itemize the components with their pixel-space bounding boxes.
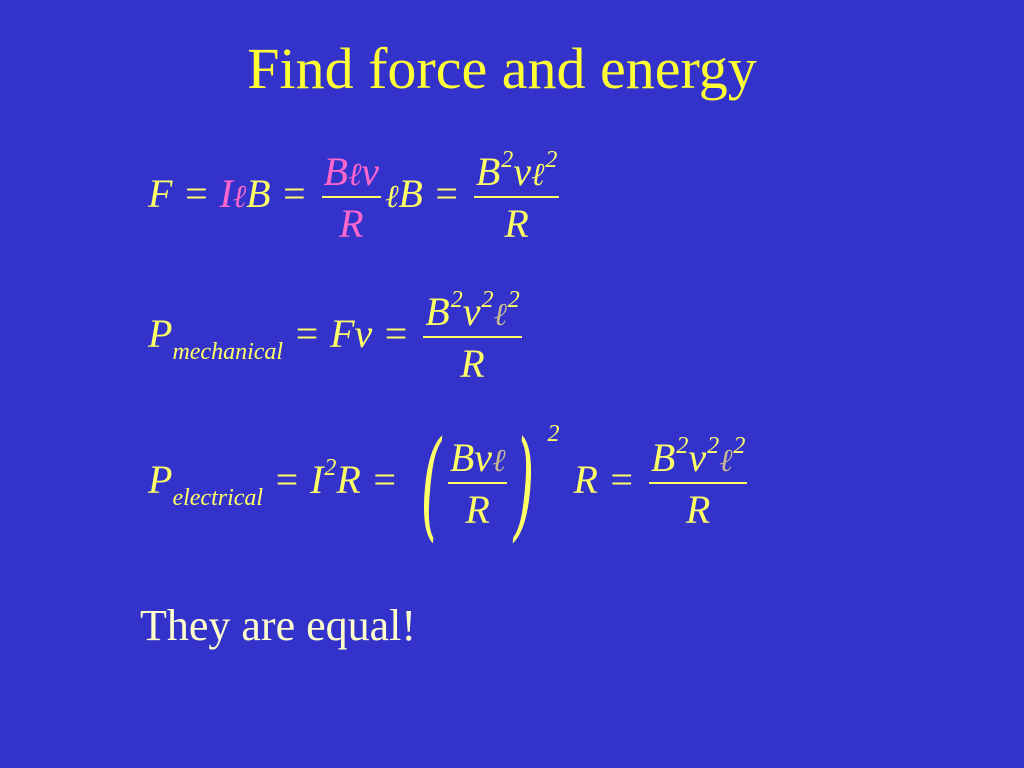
fraction-bar bbox=[473, 196, 560, 198]
length-symbol: ℓ bbox=[531, 155, 545, 193]
length-symbol: ℓ bbox=[493, 295, 507, 333]
force-velocity-product: Fv bbox=[330, 311, 373, 357]
force-symbol: F bbox=[148, 171, 173, 217]
conclusion-text: They are equal! bbox=[140, 601, 417, 650]
field-symbol: B bbox=[323, 149, 348, 194]
fraction-denominator: R bbox=[339, 201, 364, 246]
exponent: 2 bbox=[707, 433, 720, 459]
fraction-bar bbox=[447, 482, 508, 484]
field-symbol: B bbox=[425, 289, 450, 334]
right-parenthesis: ) bbox=[514, 415, 535, 553]
fraction-numerator: B2v2ℓ2 bbox=[423, 287, 522, 336]
current-symbol: I bbox=[310, 457, 324, 503]
velocity-symbol: v bbox=[513, 149, 532, 194]
equals-sign: = bbox=[382, 311, 410, 357]
fraction-bar bbox=[648, 482, 748, 484]
exponent: 2 bbox=[450, 287, 463, 313]
fraction-bar bbox=[321, 196, 382, 198]
equals-sign: = bbox=[432, 171, 460, 217]
power-symbol: P bbox=[148, 311, 173, 357]
fraction-denominator: R bbox=[460, 341, 485, 386]
exponent: 2 bbox=[481, 287, 494, 313]
exponent: 2 bbox=[733, 433, 746, 459]
equals-sign: = bbox=[370, 457, 398, 503]
resistance-symbol: R bbox=[573, 457, 598, 503]
current-symbol: I bbox=[219, 171, 233, 217]
length-symbol: ℓ bbox=[385, 177, 399, 216]
fraction-numerator: Bℓv bbox=[322, 150, 382, 196]
mechanical-subscript: mechanical bbox=[172, 339, 284, 366]
field-symbol: B bbox=[398, 171, 423, 217]
exponent: 2 bbox=[545, 147, 558, 173]
velocity-symbol: v bbox=[688, 435, 707, 480]
slide-title: Find force and energy bbox=[247, 36, 757, 101]
fraction-numerator: B2v2ℓ2 bbox=[649, 433, 748, 482]
field-symbol: B bbox=[246, 171, 271, 217]
exponent: 2 bbox=[501, 147, 514, 173]
velocity-symbol: v bbox=[462, 289, 481, 334]
fraction-denominator: R bbox=[465, 487, 490, 532]
fraction-numerator: Bvℓ bbox=[448, 436, 508, 482]
equals-sign: = bbox=[273, 457, 301, 503]
field-velocity-product: Bv bbox=[449, 435, 493, 480]
fraction-numerator: B2vℓ2 bbox=[474, 147, 560, 196]
exponent: 2 bbox=[676, 433, 689, 459]
resistance-symbol: R bbox=[336, 457, 361, 503]
field-symbol: B bbox=[650, 435, 676, 480]
length-symbol: ℓ bbox=[347, 155, 362, 193]
field-symbol: B bbox=[475, 149, 501, 194]
equals-sign: = bbox=[607, 457, 635, 503]
fraction-bar bbox=[423, 336, 522, 338]
exponent: 2 bbox=[547, 421, 560, 448]
length-symbol: ℓ bbox=[719, 441, 733, 479]
exponent: 2 bbox=[507, 287, 520, 313]
left-parenthesis: ( bbox=[420, 415, 442, 553]
fraction-denominator: R bbox=[685, 487, 711, 532]
equals-sign: = bbox=[182, 171, 210, 217]
equals-sign: = bbox=[293, 311, 321, 357]
equals-sign: = bbox=[280, 171, 308, 217]
power-symbol: P bbox=[148, 457, 173, 503]
exponent: 2 bbox=[324, 455, 337, 482]
length-symbol: ℓ bbox=[492, 441, 506, 479]
velocity-symbol: v bbox=[361, 149, 380, 194]
fraction-denominator: R bbox=[504, 201, 529, 246]
length-symbol: ℓ bbox=[232, 177, 247, 216]
electrical-subscript: electrical bbox=[172, 485, 264, 512]
